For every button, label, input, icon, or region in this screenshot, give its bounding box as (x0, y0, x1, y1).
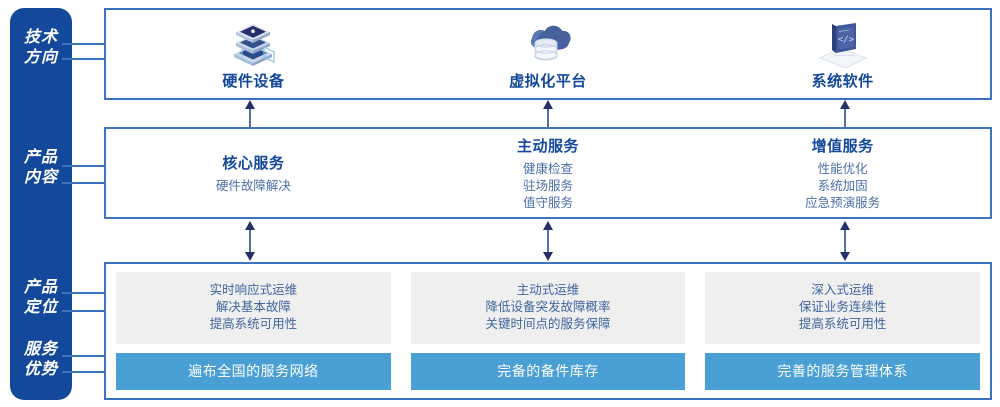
positioning-line: 实时响应式运维 (209, 283, 298, 297)
rail-label-product-content: 产品 内容 (23, 149, 58, 186)
positioning-line: 主动式运维 (516, 283, 580, 297)
connector-tech-1 (62, 43, 107, 45)
connector-tech-2 (62, 58, 107, 60)
content-card-core[interactable]: 核心服务 硬件故障解决 (106, 129, 401, 217)
positioning-box-3[interactable]: 深入式运维 保证业务连续性 提高系统可用性 (705, 272, 981, 344)
content-item: 健康检查 (523, 161, 574, 176)
connector-position-2 (62, 310, 107, 312)
tech-label-software: 系统软件 (811, 72, 874, 90)
content-item: 硬件故障解决 (215, 178, 291, 193)
arrow-up-down-icon-3 (840, 221, 850, 261)
connector-content-1 (62, 165, 107, 167)
connector-advantage-2 (62, 371, 107, 373)
bottom-card-3: 深入式运维 保证业务连续性 提高系统可用性 完善的服务管理体系 (695, 264, 990, 398)
product-content-panel: 核心服务 硬件故障解决 主动服务 健康检查 驻场服务 值守服务 增值服务 性能优… (104, 127, 992, 219)
positioning-line: 提高系统可用性 (798, 317, 887, 331)
tech-card-software[interactable]: </> 系统软件 (695, 10, 990, 98)
tech-card-virtualization[interactable]: 虚拟化平台 (401, 10, 696, 98)
tech-label-virtualization: 虚拟化平台 (509, 72, 587, 90)
category-rail (10, 8, 72, 400)
content-item: 性能优化 (817, 161, 868, 176)
connector-content-2 (62, 182, 107, 184)
content-card-valueadd[interactable]: 增值服务 性能优化 系统加固 应急预演服务 (695, 129, 990, 217)
content-card-proactive[interactable]: 主动服务 健康检查 驻场服务 值守服务 (401, 129, 696, 217)
rail-label-tech-direction: 技术 方向 (23, 29, 58, 66)
server-stack-icon (222, 18, 284, 68)
content-title-proactive: 主动服务 (517, 137, 580, 155)
content-title-valueadd: 增值服务 (811, 137, 874, 155)
advantage-bar-1[interactable]: 遍布全国的服务网络 (116, 353, 391, 390)
positioning-line: 降低设备突发故障概率 (485, 300, 611, 314)
tech-card-hardware[interactable]: 硬件设备 (106, 10, 401, 98)
positioning-line: 关键时间点的服务保障 (485, 317, 611, 331)
positioning-box-2[interactable]: 主动式运维 降低设备突发故障概率 关键时间点的服务保障 (410, 272, 686, 344)
content-title-core: 核心服务 (222, 154, 285, 172)
svg-text:</>: </> (838, 35, 855, 45)
arrow-up-icon-1 (245, 100, 255, 127)
content-item: 应急预演服务 (805, 195, 881, 210)
advantage-bar-2[interactable]: 完备的备件库存 (410, 353, 686, 390)
content-item: 驻场服务 (523, 178, 574, 193)
positioning-line: 提高系统可用性 (209, 317, 298, 331)
arrow-up-down-icon-2 (543, 221, 553, 261)
arrow-up-icon-3 (840, 100, 850, 127)
tech-direction-panel: 硬件设备 (104, 8, 992, 100)
connector-position-1 (62, 292, 107, 294)
rail-label-product-position: 产品 定位 (23, 279, 58, 316)
laptop-code-icon: </> (812, 18, 874, 68)
rail-label-service-advantage: 服务 优势 (23, 341, 58, 378)
advantage-bar-3[interactable]: 完善的服务管理体系 (705, 353, 981, 390)
positioning-advantage-panel: 实时响应式运维 解决基本故障 提高系统可用性 遍布全国的服务网络 主动式运维 降… (104, 262, 992, 400)
arrow-up-down-icon-1 (245, 221, 255, 261)
cloud-database-icon (517, 18, 579, 68)
tech-label-hardware: 硬件设备 (222, 72, 285, 90)
connector-advantage-1 (62, 355, 107, 357)
content-item: 值守服务 (523, 195, 574, 210)
bottom-card-1: 实时响应式运维 解决基本故障 提高系统可用性 遍布全国的服务网络 (106, 264, 401, 398)
positioning-line: 解决基本故障 (215, 300, 291, 314)
positioning-box-1[interactable]: 实时响应式运维 解决基本故障 提高系统可用性 (116, 272, 391, 344)
bottom-card-2: 主动式运维 降低设备突发故障概率 关键时间点的服务保障 完备的备件库存 (401, 264, 696, 398)
positioning-line: 深入式运维 (811, 283, 874, 297)
arrow-up-icon-2 (543, 100, 553, 127)
content-item: 系统加固 (817, 178, 868, 193)
positioning-line: 保证业务连续性 (798, 300, 887, 314)
